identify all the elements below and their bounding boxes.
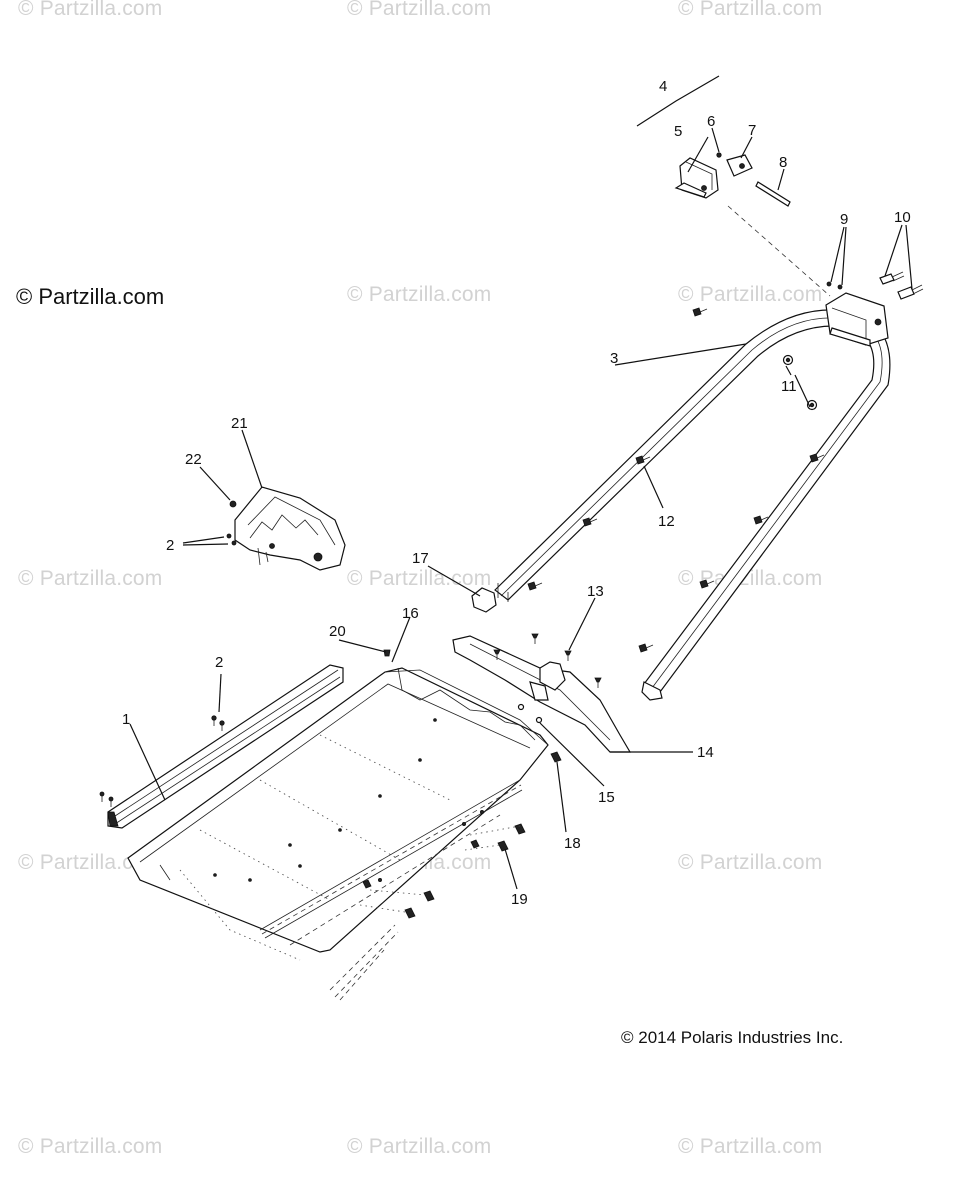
watermark: © Partzilla.com xyxy=(678,0,823,20)
callout-1: 1 xyxy=(122,711,130,728)
watermark-main: © Partzilla.com xyxy=(16,284,165,309)
callout-13: 13 xyxy=(587,583,604,600)
fasteners-2 xyxy=(211,715,225,731)
callout-16: 16 xyxy=(402,605,419,622)
hinge-assembly xyxy=(636,75,791,207)
callout-9: 9 xyxy=(840,211,848,228)
watermark: © Partzilla.com xyxy=(678,1135,823,1158)
callout-19: 19 xyxy=(511,891,528,908)
callout-21: 21 xyxy=(231,415,248,432)
callout-5: 5 xyxy=(674,123,682,140)
callout-3: 3 xyxy=(610,350,618,367)
watermark: © Partzilla.com xyxy=(18,851,163,874)
alignment-line xyxy=(727,205,831,297)
callout-15: 15 xyxy=(598,789,615,806)
side-rail xyxy=(99,664,344,829)
watermark: © Partzilla.com xyxy=(678,851,823,874)
watermark: © Partzilla.com xyxy=(678,567,823,590)
watermark: © Partzilla.com xyxy=(347,283,492,306)
rail-bolts xyxy=(527,307,825,653)
callout-20: 20 xyxy=(329,623,346,640)
callout-labels: 1 2 2 3 4 5 6 7 8 9 10 11 12 13 14 15 16… xyxy=(122,78,911,908)
callout-6: 6 xyxy=(707,113,715,130)
end-cap xyxy=(471,587,497,613)
watermark: © Partzilla.com xyxy=(18,567,163,590)
center-cover xyxy=(234,486,346,571)
nuts-11 xyxy=(782,354,818,411)
leader-lines xyxy=(129,127,913,890)
callout-17: 17 xyxy=(412,550,429,567)
callout-22: 22 xyxy=(185,451,202,468)
watermark: © Partzilla.com xyxy=(347,567,492,590)
fasteners-18-19 xyxy=(359,751,562,919)
base-plate xyxy=(127,667,549,1001)
callout-4: 4 xyxy=(659,78,667,95)
fastener-22 xyxy=(229,500,237,508)
callout-7: 7 xyxy=(748,122,756,139)
callout-14: 14 xyxy=(697,744,714,761)
callout-8: 8 xyxy=(779,154,787,171)
callout-2-cover: 2 xyxy=(166,537,174,554)
fastener-20 xyxy=(383,649,391,657)
watermark: © Partzilla.com xyxy=(18,1135,163,1158)
watermark: © Partzilla.com xyxy=(678,283,823,306)
callout-12: 12 xyxy=(658,513,675,530)
fasteners-2-cover xyxy=(226,533,237,546)
fasteners-13 xyxy=(493,633,602,688)
callout-2-rail: 2 xyxy=(215,654,223,671)
watermark: © Partzilla.com xyxy=(347,0,492,20)
track-rail xyxy=(494,309,891,701)
hinge-block xyxy=(825,271,924,347)
callout-18: 18 xyxy=(564,835,581,852)
callout-10: 10 xyxy=(894,209,911,226)
watermark: © Partzilla.com xyxy=(347,1135,492,1158)
callout-11: 11 xyxy=(781,378,797,395)
copyright-notice: © 2014 Polaris Industries Inc. xyxy=(621,1028,844,1047)
watermark: © Partzilla.com xyxy=(18,0,163,20)
